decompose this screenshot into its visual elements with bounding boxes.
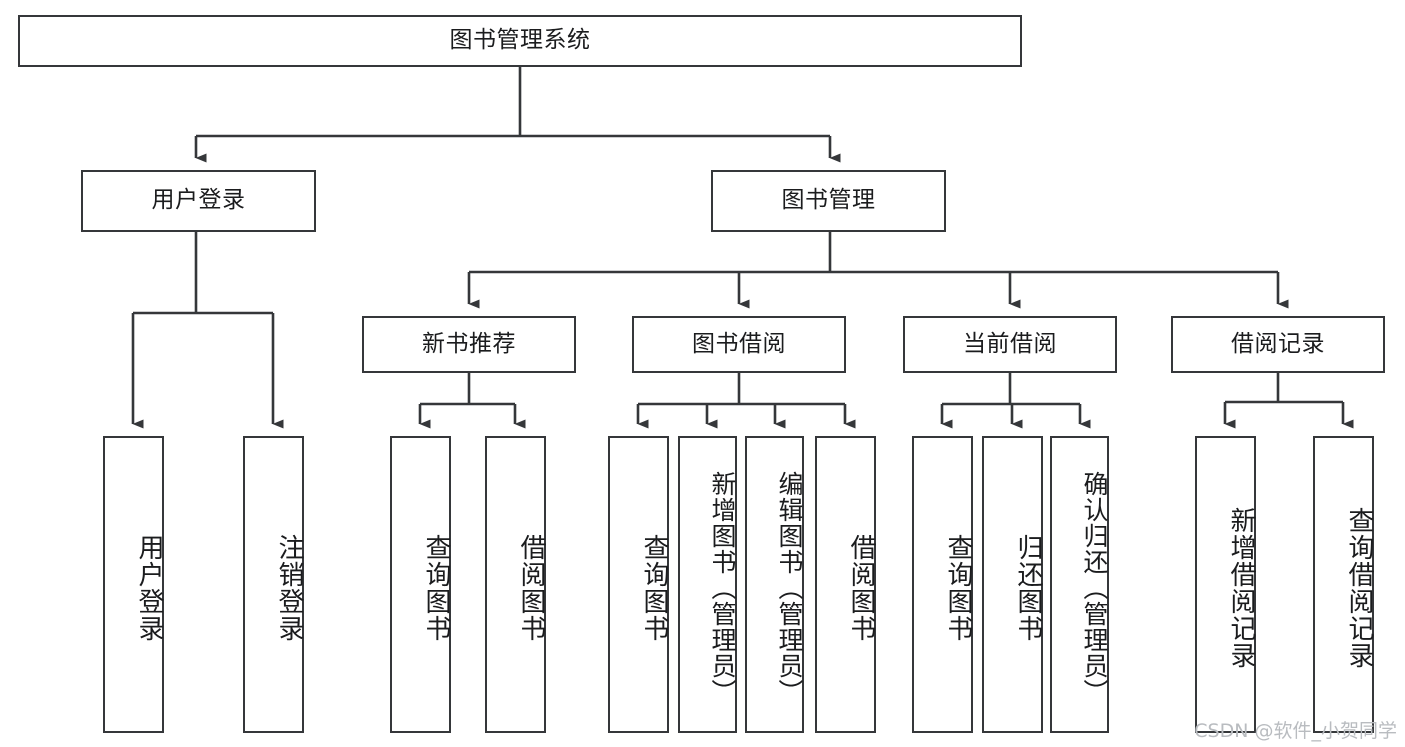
node-label: 借阅记录 [1231,330,1325,357]
node-label: 图书借阅 [692,330,786,357]
node-label: 借阅图书 [516,533,546,642]
node-label: 当前借阅 [963,330,1057,357]
node-label: 新书推荐 [422,330,516,357]
node-label: 查询借阅记录 [1344,506,1374,669]
node-new-book-rec[interactable]: 新书推荐 [362,316,576,373]
node-leaf-return-book[interactable]: 归还图书 [982,436,1043,733]
node-borrow-record[interactable]: 借阅记录 [1171,316,1385,373]
node-label: 新增借阅记录 [1226,506,1256,669]
node-root-system[interactable]: 图书管理系统 [18,15,1022,67]
node-leaf-edit-book-admin[interactable]: 编辑图书（管理员） [745,436,804,733]
node-label: 查询图书 [639,533,669,642]
node-leaf-query-book-current[interactable]: 查询图书 [912,436,973,733]
node-label: 用户登录 [134,533,164,642]
node-leaf-query-book-borrow[interactable]: 查询图书 [608,436,669,733]
node-leaf-confirm-return-admin[interactable]: 确认归还（管理员） [1050,436,1109,733]
node-leaf-query-borrow-record[interactable]: 查询借阅记录 [1313,436,1374,733]
node-current-borrow[interactable]: 当前借阅 [903,316,1117,373]
node-label: 查询图书 [943,533,973,642]
node-label: 新增图书（管理员） [708,470,737,705]
node-user-login[interactable]: 用户登录 [81,170,316,232]
node-leaf-add-book-admin[interactable]: 新增图书（管理员） [678,436,737,733]
node-leaf-logout[interactable]: 注销登录 [243,436,304,733]
node-leaf-add-borrow-record[interactable]: 新增借阅记录 [1195,436,1256,733]
node-label: 确认归还（管理员） [1080,470,1109,705]
node-book-manage[interactable]: 图书管理 [711,170,946,232]
node-label: 编辑图书（管理员） [775,470,804,705]
csdn-watermark: CSDN @软件_小贺同学 [1194,720,1397,742]
node-book-borrow[interactable]: 图书借阅 [632,316,846,373]
node-label: 用户登录 [151,187,246,214]
node-leaf-borrow-book-borrow[interactable]: 借阅图书 [815,436,876,733]
node-label: 查询图书 [421,533,451,642]
node-label: 图书管理 [781,187,876,214]
node-label: 借阅图书 [846,533,876,642]
node-leaf-user-login[interactable]: 用户登录 [103,436,164,733]
node-leaf-borrow-book-new[interactable]: 借阅图书 [485,436,546,733]
node-label: 归还图书 [1013,533,1043,642]
node-leaf-query-book-new[interactable]: 查询图书 [390,436,451,733]
node-label: 图书管理系统 [449,27,591,54]
node-label: 注销登录 [274,533,304,642]
